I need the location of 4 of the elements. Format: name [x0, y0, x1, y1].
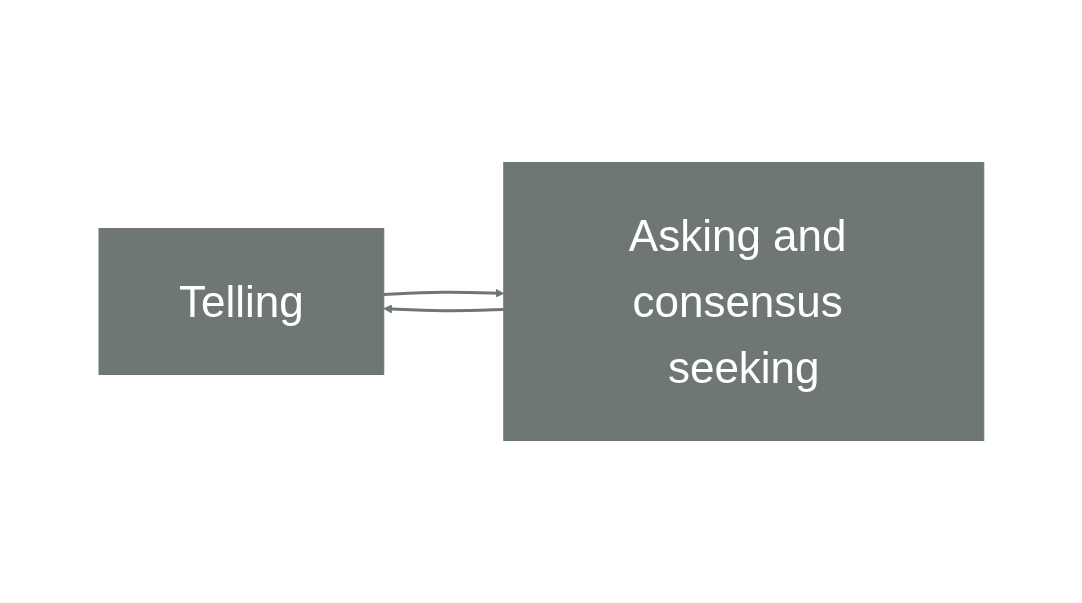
node-box: Asking and consensus seeking	[502, 162, 984, 441]
node-box: Telling	[98, 228, 384, 375]
arrow	[383, 288, 504, 298]
arrow	[382, 304, 504, 314]
